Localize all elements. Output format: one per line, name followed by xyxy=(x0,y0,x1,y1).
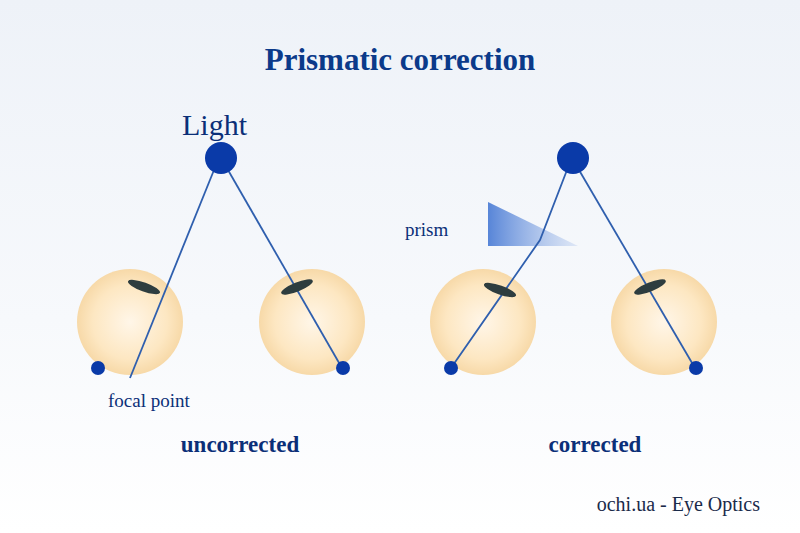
part-label: focal point xyxy=(108,390,190,412)
diagram-title: Prismatic correction xyxy=(265,42,536,78)
eyeball xyxy=(77,269,717,375)
source-label: Light xyxy=(182,108,247,142)
watermark: ochi.ua - Eye Optics xyxy=(597,493,760,516)
state-label: uncorrected xyxy=(181,432,299,458)
focal-dot xyxy=(91,361,703,375)
part-label: prism xyxy=(405,219,448,241)
prism-shape xyxy=(488,202,578,246)
state-label: corrected xyxy=(549,432,642,458)
eye-lens xyxy=(126,276,667,300)
light-source xyxy=(205,142,589,174)
light-ray xyxy=(130,170,695,378)
